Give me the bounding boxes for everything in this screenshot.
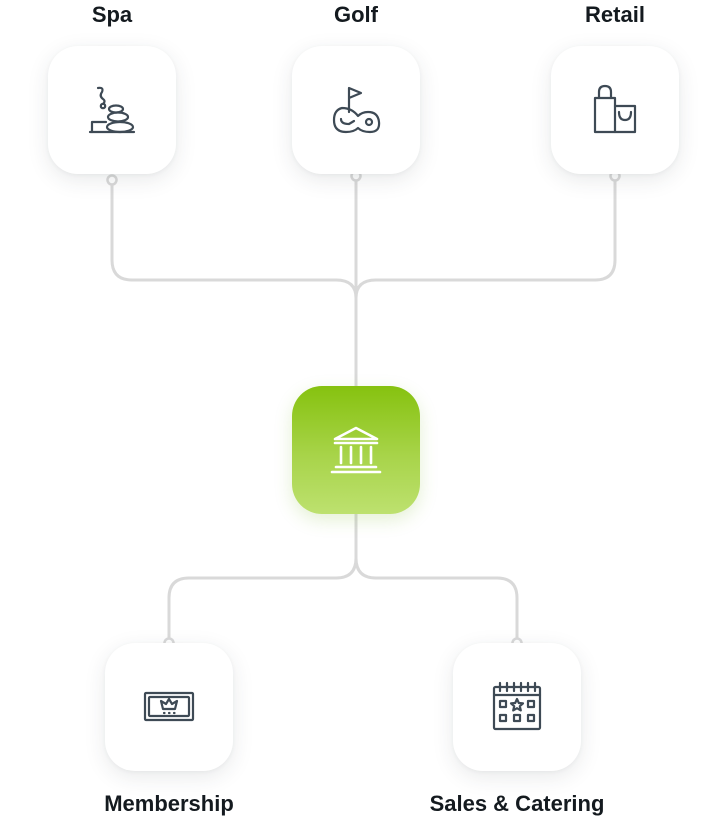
node-card-retail[interactable] [551, 46, 679, 174]
node-label-retail: Retail [585, 2, 645, 27]
node-card-golf[interactable] [292, 46, 420, 174]
node-label-spa: Spa [91, 2, 133, 27]
node-card-membership[interactable] [105, 643, 233, 771]
spa-stones-icon [88, 86, 136, 134]
bank-building-icon [330, 426, 382, 474]
membership-card-icon [143, 691, 195, 722]
golf-flag-icon [332, 86, 381, 134]
node-label-golf: Golf [334, 2, 378, 27]
node-card-spa[interactable] [48, 46, 176, 174]
node-card-sales-catering[interactable] [453, 643, 581, 771]
calendar-star-icon [492, 681, 542, 731]
node-label-sales-catering: Sales & Catering [429, 791, 605, 816]
node-label-membership: Membership [104, 791, 234, 816]
connector-membership [167, 512, 358, 644]
shopping-bag-icon [593, 84, 637, 134]
connector-sales [354, 556, 519, 644]
central-hub[interactable] [292, 386, 420, 514]
connector-dot-spa [106, 174, 118, 186]
connector-retail [354, 174, 617, 300]
connector-spa [110, 178, 358, 300]
